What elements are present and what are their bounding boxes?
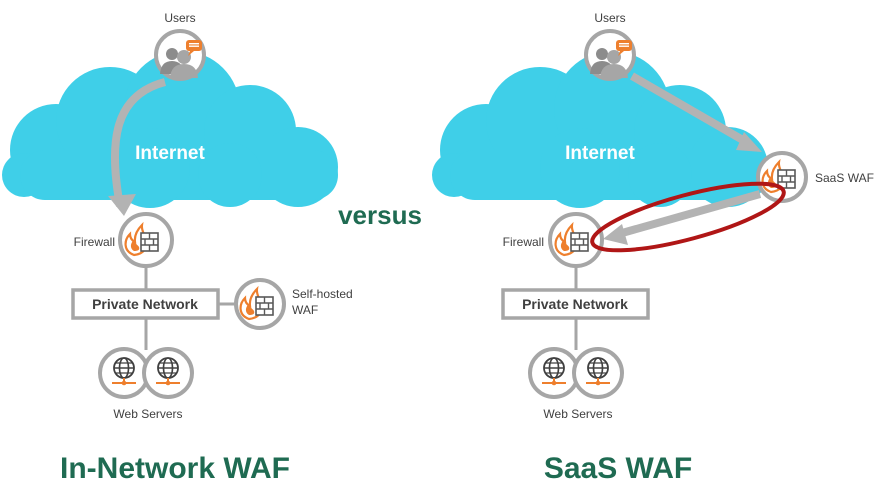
arrow-head-left xyxy=(108,194,136,216)
private-network-box-left xyxy=(71,288,220,320)
internet-label-left: Internet xyxy=(135,143,205,164)
self-hosted-waf-label-line2: WAF xyxy=(292,303,318,317)
saas-waf-title: SaaS WAF xyxy=(544,452,692,485)
firewall-label-left: Firewall xyxy=(74,235,115,249)
right-panel: Internet Users SaaS WAF Firewall Private… xyxy=(432,11,874,485)
private-network-box-right xyxy=(501,288,650,320)
users-label-right: Users xyxy=(594,11,625,25)
saas-waf-label: SaaS WAF xyxy=(815,171,874,185)
in-network-waf-title: In-Network WAF xyxy=(60,452,290,485)
web-servers-label-left: Web Servers xyxy=(113,407,182,421)
internet-label-right: Internet xyxy=(565,143,635,164)
traffic-arrow-saas-firewall xyxy=(613,190,762,239)
private-network-label-left: Private Network xyxy=(92,296,198,312)
web-servers-label-right: Web Servers xyxy=(543,407,612,421)
arrow-head-firewall xyxy=(603,224,628,245)
firewall-label-right: Firewall xyxy=(503,235,544,249)
internet-cloud-left xyxy=(2,51,338,208)
traffic-arrow-users-saas xyxy=(629,72,751,147)
private-network-label-right: Private Network xyxy=(522,296,628,312)
left-panel: Internet Users Firewall Private Network … xyxy=(2,11,353,485)
arrow-head-saas xyxy=(736,132,762,152)
users-label-left: Users xyxy=(164,11,195,25)
highlight-ellipse xyxy=(590,181,786,253)
self-hosted-waf-label-line1: Self-hosted xyxy=(292,287,353,301)
versus-label: versus xyxy=(338,200,422,230)
traffic-arrow-left xyxy=(111,78,167,207)
